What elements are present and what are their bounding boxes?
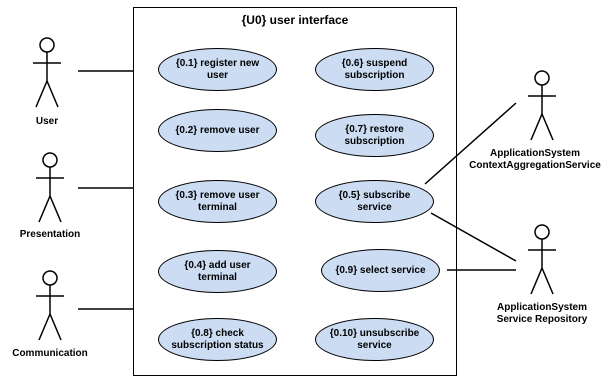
usecase-select-service[interactable]: {0.9} select service: [321, 249, 440, 292]
usecase-remove-user-terminal[interactable]: {0.3} remove user terminal: [158, 180, 277, 223]
usecase-add-user-terminal[interactable]: {0.4} add user terminal: [158, 250, 277, 293]
usecase-suspend-subscription[interactable]: {0.6} suspend subscription: [315, 48, 434, 91]
usecase-subscribe-service[interactable]: {0.5} subscribe service: [315, 180, 434, 223]
actor-user-label: User: [35, 116, 59, 127]
actor-context-aggregation-label: ApplicationSystem ContextAggregationServ…: [469, 148, 601, 171]
actor-presentation-icon: [36, 152, 64, 223]
usecase-unsubscribe-service[interactable]: {0.10} unsubscribe service: [315, 318, 434, 361]
usecase-remove-user[interactable]: {0.2} remove user: [158, 109, 277, 152]
actor-communication-label: Communication: [12, 348, 88, 359]
usecase-check-subscription-status[interactable]: {0.8} check subscription status: [158, 318, 277, 361]
actor-context-aggregation-icon: [528, 70, 556, 141]
actor-presentation-label: Presentation: [19, 229, 81, 240]
actor-communication-icon: [36, 270, 64, 341]
actor-user-icon: [33, 37, 61, 108]
actor-service-repository-icon: [528, 224, 556, 295]
system-title: {U0} user interface: [241, 13, 349, 27]
actor-service-repository-label: ApplicationSystem Service Repository: [496, 302, 588, 325]
usecase-register-new-user[interactable]: {0.1} register new user: [158, 48, 277, 91]
usecase-restore-subscription[interactable]: {0.7} restore subscription: [315, 114, 434, 157]
